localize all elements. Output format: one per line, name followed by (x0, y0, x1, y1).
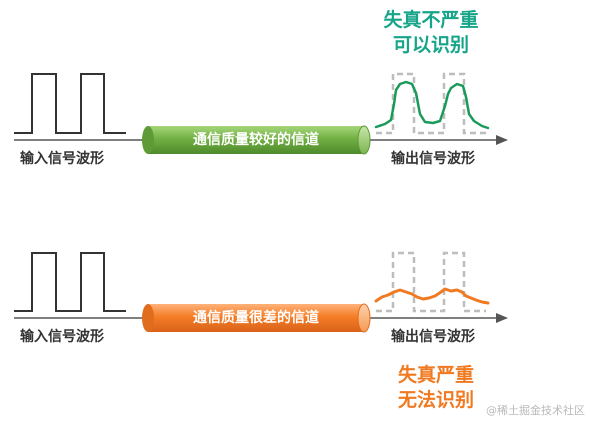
good-channel-label: 通信质量较好的信道 (193, 132, 319, 148)
top-input-square-wave (14, 73, 126, 134)
good-result-caption-line1: 失真不严重 (383, 9, 479, 31)
bottom-output-distorted-wave (374, 287, 490, 305)
top-output-reference-wave (376, 72, 486, 135)
top-input-label: 输入信号波形 (20, 151, 104, 167)
bottom-input-square-wave (14, 252, 126, 312)
bottom-output-label: 输出信号波形 (391, 329, 475, 345)
bad-channel-pipe (142, 303, 371, 333)
top-output-distorted-wave (374, 80, 490, 130)
bottom-output-reference-wave (376, 251, 486, 313)
bad-result-caption-line2: 无法识别 (397, 389, 474, 411)
top-output-label: 输出信号波形 (391, 151, 475, 167)
top-row (14, 72, 508, 155)
bottom-row (14, 251, 508, 333)
watermark-text: @稀土掘金技术社区 (486, 404, 585, 417)
bad-result-caption-line1: 失真严重 (397, 364, 474, 386)
bottom-arrow-head (496, 313, 508, 323)
good-channel-pipe (142, 125, 371, 155)
bottom-input-label: 输入信号波形 (20, 329, 104, 345)
good-result-caption-line2: 可以识别 (392, 34, 469, 56)
top-arrow-head (496, 135, 508, 145)
bad-channel-label: 通信质量很差的信道 (193, 310, 319, 326)
